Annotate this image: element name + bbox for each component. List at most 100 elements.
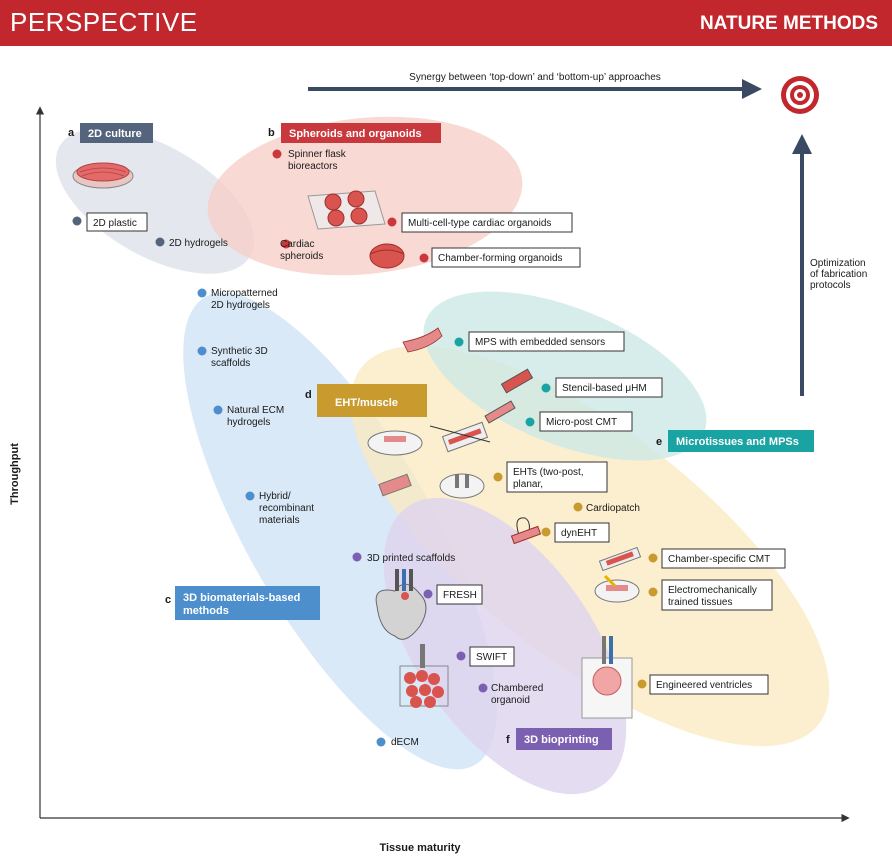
label-synthetic-3d-2: scaffolds <box>211 358 250 369</box>
label-decm: dECM <box>391 737 419 748</box>
label-micropost: Micro-post CMT <box>546 417 617 428</box>
label-mps: MPS with embedded sensors <box>475 337 605 348</box>
dot-chamber-forming <box>419 253 429 263</box>
label-engineered-ventricles: Engineered ventricles <box>656 680 752 691</box>
category-mps: Microtissues and MPSs <box>676 436 799 448</box>
label-cardiopatch: Cardiopatch <box>586 503 640 514</box>
letter-d: d <box>305 389 312 401</box>
category-spheroids-box <box>281 123 441 143</box>
journal-name: NATURE METHODS <box>699 13 878 34</box>
letter-b: b <box>268 127 275 139</box>
label-micropatterned-1: Micropatterned <box>211 288 278 299</box>
dot-mps <box>454 337 464 347</box>
dot-synthetic-3d <box>197 346 207 356</box>
label-synthetic-3d-1: Synthetic 3D <box>211 346 268 357</box>
letter-a: a <box>68 127 75 139</box>
dot-micropatterned <box>197 288 207 298</box>
dot-cardiopatch <box>573 502 583 512</box>
category-mps-box <box>668 430 814 452</box>
letter-c: c <box>165 594 171 606</box>
right-arrow-label-2: of fabrication <box>810 269 867 280</box>
dot-3d-printed <box>352 552 362 562</box>
label-fresh: FRESH <box>443 590 477 601</box>
label-hybrid-3: materials <box>259 515 300 526</box>
letter-f: f <box>506 734 510 746</box>
stencil-tissue-icon <box>500 368 534 394</box>
top-arrow-label: Synergy between ‘top-down’ and ‘bottom-u… <box>409 72 661 83</box>
box-stencil <box>555 377 663 398</box>
dot-decm <box>376 737 386 747</box>
dot-swift <box>456 651 466 661</box>
dot-dyneht <box>541 527 551 537</box>
label-hybrid-2: recombinant <box>259 503 314 514</box>
label-ehts-2: planar, <box>513 479 543 490</box>
dot-spinner-flask <box>272 149 282 159</box>
eht-dish-icon <box>367 421 491 499</box>
dot-micropost <box>525 417 535 427</box>
chamber-organoid-icon <box>369 243 405 269</box>
box-2d-plastic <box>86 212 148 232</box>
label-dyneht: dynEHT <box>561 528 597 539</box>
box-electro <box>661 579 773 611</box>
dot-stencil <box>541 383 551 393</box>
label-2d-hydrogels: 2D hydrogels <box>169 238 228 249</box>
right-arrow-label-1: Optimization <box>810 258 866 269</box>
label-natural-ecm-2: hydrogels <box>227 417 270 428</box>
dot-chamber-specific <box>648 553 658 563</box>
category-2d-culture-box <box>80 123 153 143</box>
dot-2d-hydrogels <box>155 237 165 247</box>
dot-electro <box>648 587 658 597</box>
dyneht-icon <box>510 517 542 545</box>
box-micropost <box>539 411 633 432</box>
target-icon <box>781 76 819 114</box>
box-swift <box>469 646 515 667</box>
label-cardiac-spheroids-1: Cardiac <box>280 239 314 250</box>
dot-natural-ecm <box>213 405 223 415</box>
label-chambered-organoid-2: organoid <box>491 695 530 706</box>
category-biomaterials-1: 3D biomaterials-based <box>183 592 300 604</box>
category-spheroids: Spheroids and organoids <box>289 128 422 140</box>
label-chamber-forming: Chamber-forming organoids <box>438 253 563 264</box>
category-biomaterials-2: methods <box>183 605 229 617</box>
label-2d-plastic: 2D plastic <box>93 218 137 229</box>
category-eht: EHT/muscle <box>335 397 398 409</box>
dot-chambered-organoid <box>478 683 488 693</box>
label-chamber-specific: Chamber-specific CMT <box>668 554 770 565</box>
label-hybrid-1: Hybrid/ <box>259 491 291 502</box>
dot-2d-plastic <box>72 216 82 226</box>
dot-multicell <box>387 217 397 227</box>
category-biomaterials-box <box>175 586 320 620</box>
cluster-eht <box>350 345 830 747</box>
dot-ehts <box>493 472 503 482</box>
box-ehts <box>506 461 608 493</box>
dot-cardiac-spheroids <box>281 239 291 249</box>
box-chamber-forming <box>431 247 581 268</box>
label-cardiac-spheroids-2: spheroids <box>280 251 323 262</box>
heart-icon <box>375 569 427 640</box>
dot-engineered-ventricles <box>637 679 647 689</box>
dot-hybrid <box>245 491 255 501</box>
box-engineered-ventricles <box>649 674 769 695</box>
label-micropatterned-2: 2D hydrogels <box>211 300 270 311</box>
swift-cube-icon <box>399 644 449 708</box>
label-multicell: Multi-cell-type cardiac organoids <box>408 218 551 229</box>
label-ehts-1: EHTs (two-post, <box>513 467 584 478</box>
category-eht-box <box>317 384 427 417</box>
label-chambered-organoid-1: Chambered <box>491 683 543 694</box>
header-bar: PERSPECTIVE NATURE METHODS <box>0 0 892 46</box>
label-swift: SWIFT <box>476 652 507 663</box>
box-chamber-specific <box>661 548 786 569</box>
mps-device-icon <box>402 327 443 353</box>
label-electro-2: trained tissues <box>668 597 732 608</box>
label-spinner-flask-2: bioreactors <box>288 161 337 172</box>
box-fresh <box>436 584 483 605</box>
right-arrow-label-3: protocols <box>810 280 851 291</box>
electromechanical-icon <box>594 574 640 603</box>
label-stencil: Stencil-based μHM <box>562 383 647 394</box>
box-multicell <box>401 212 573 233</box>
label-3d-printed: 3D printed scaffolds <box>367 553 455 564</box>
category-bioprinting-box <box>516 728 612 750</box>
letter-e: e <box>656 436 662 448</box>
label-electro-1: Electromechanically <box>668 585 757 596</box>
section-title: PERSPECTIVE <box>10 7 198 37</box>
